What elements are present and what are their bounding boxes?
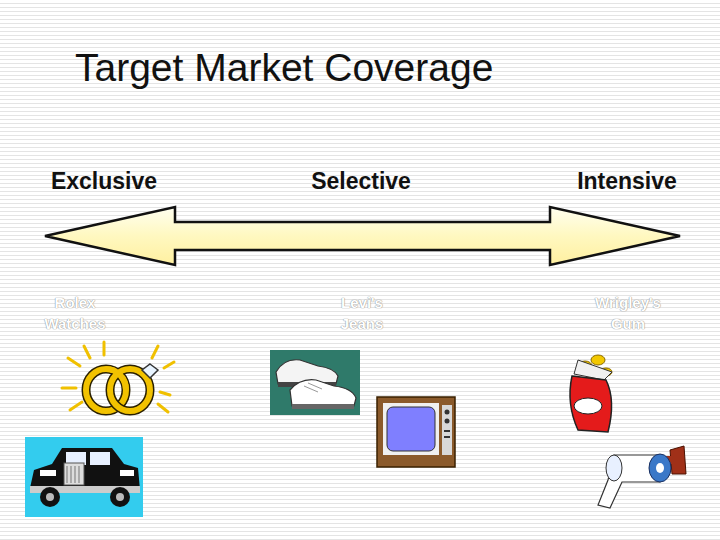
rings-clipart [62, 342, 174, 412]
coverage-heading: Intensive [537, 168, 717, 196]
double-arrow [45, 207, 680, 265]
television-clipart [377, 397, 455, 467]
chips-bag-clipart [570, 355, 612, 432]
example-label: Rolex Watches [33, 292, 117, 334]
sneakers-clipart [270, 350, 360, 415]
limousine-clipart [25, 437, 143, 517]
example-label: Wrigley's Gum [586, 292, 670, 334]
coverage-heading: Exclusive [14, 168, 194, 196]
toilet-paper-clipart [598, 446, 686, 508]
coverage-heading: Selective [271, 168, 451, 196]
slide-title: Target Market Coverage [75, 47, 493, 90]
example-label: Levi's Jeans [320, 292, 404, 334]
